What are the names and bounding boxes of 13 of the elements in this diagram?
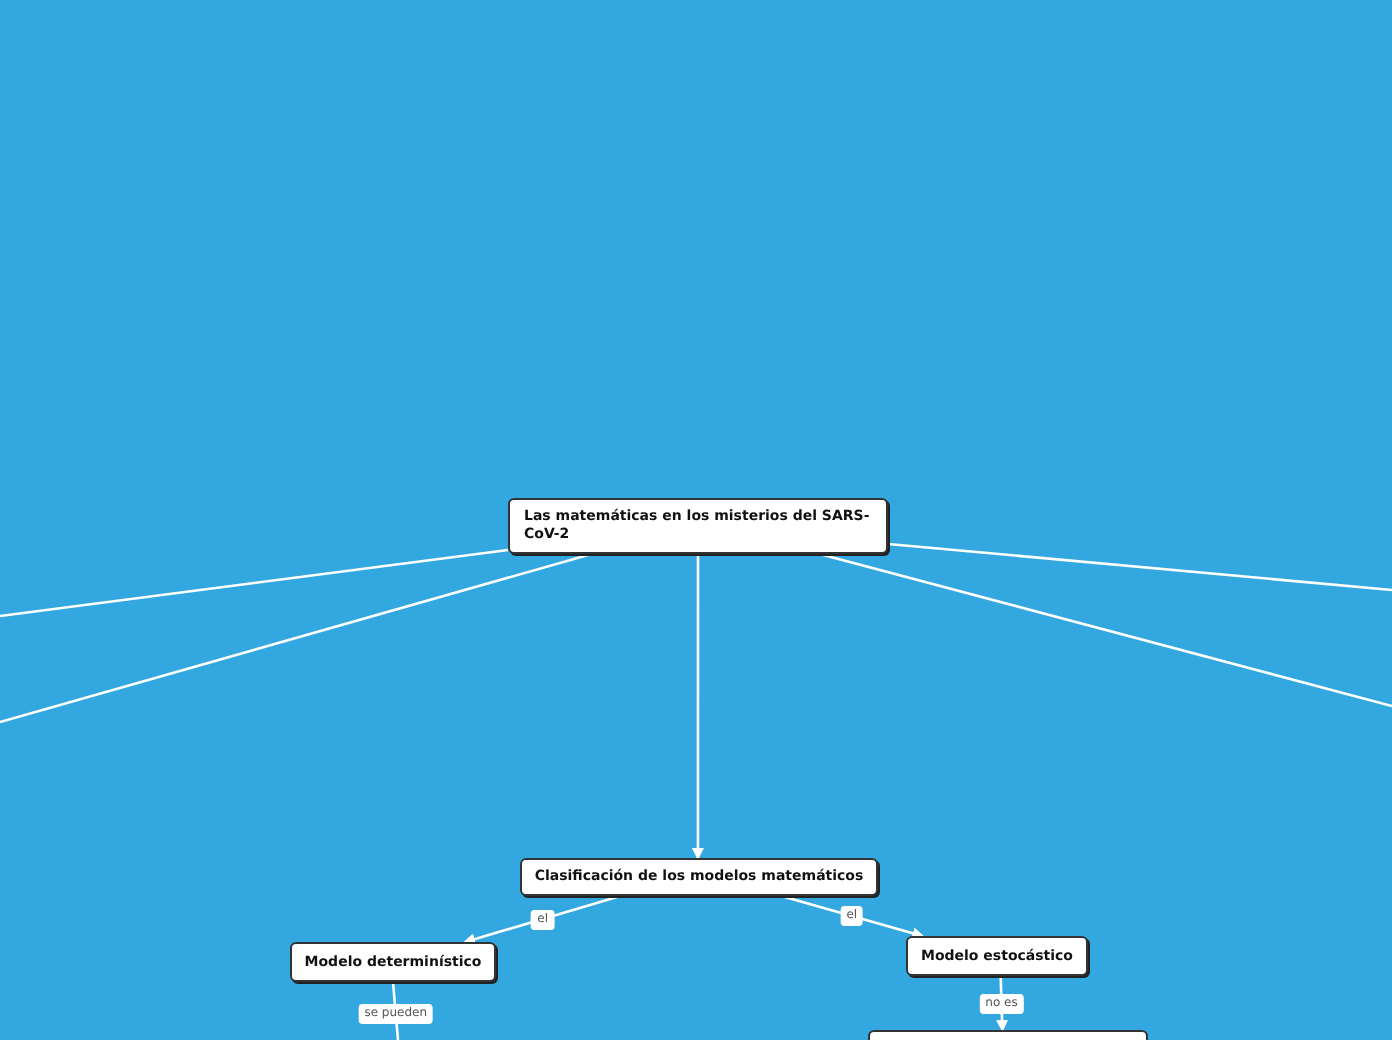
arrow: [996, 975, 1009, 1032]
connector-line: [887, 542, 1392, 592]
concept-box: [520, 858, 878, 896]
arrow: [781, 894, 925, 940]
concept-box: [906, 936, 1088, 976]
arrow: [463, 894, 621, 945]
concept-box: [508, 498, 888, 554]
connector-line: [819, 552, 1392, 708]
arrow: [691, 554, 704, 860]
connector-line: [0, 548, 509, 618]
concept-box: [868, 1030, 1148, 1040]
connector-line: [0, 552, 592, 724]
concept-box: [290, 942, 496, 982]
